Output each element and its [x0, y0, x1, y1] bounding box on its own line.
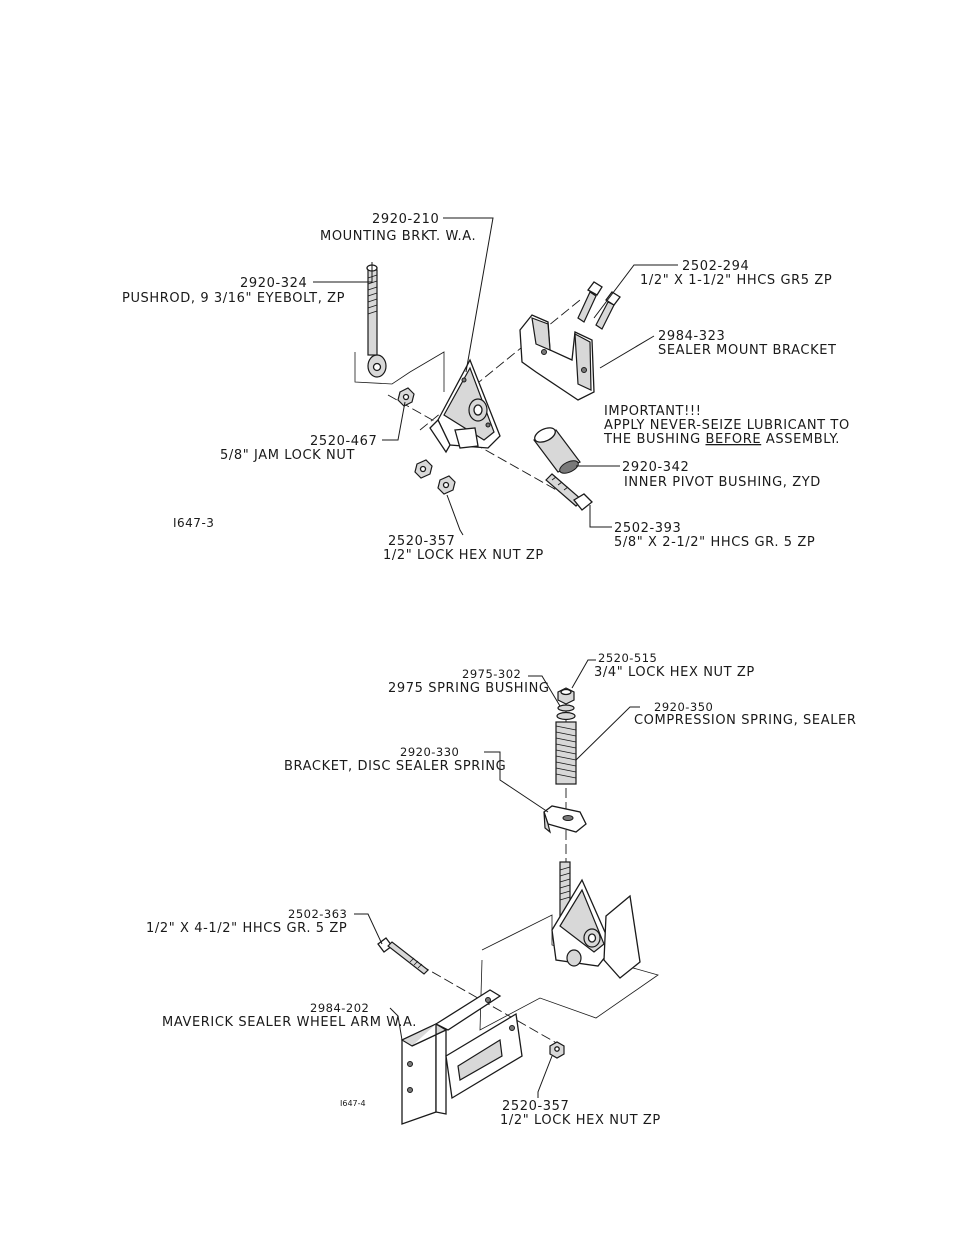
- figure-2-leaders: [354, 659, 640, 1098]
- compression-spring-part: [555, 721, 577, 785]
- lock-hex-nut-34-part-number: 2520-515: [598, 651, 657, 665]
- lock-hex-nut-description: 1/2" LOCK HEX NUT ZP: [383, 548, 544, 563]
- jam-lock-nut-description: 5/8" JAM LOCK NUT: [220, 448, 355, 463]
- pushrod-description: PUSHROD, 9 3/16" EYEBOLT, ZP: [122, 291, 345, 306]
- hhcs-long-bolt-part: [545, 473, 593, 511]
- sealer-mount-bracket-description: SEALER MOUNT BRACKET: [658, 343, 837, 358]
- compression-spring-part-number: 2920-350: [654, 700, 713, 714]
- hhcs-long-part-number: 2502-393: [614, 521, 681, 536]
- lock-hex-nut-12-part-number: 2520-357: [502, 1099, 569, 1114]
- spring-bushing-part-number: 2975-302: [462, 667, 521, 681]
- lock-hex-nut-34-description: 3/4" LOCK HEX NUT ZP: [594, 665, 755, 680]
- figure-2-drawing-number: I647-4: [340, 1099, 366, 1108]
- mounting-bracket-part: [429, 358, 501, 454]
- hhcs-short-part-number: 2502-294: [682, 259, 749, 274]
- important-note-line-2: APPLY NEVER-SEIZE LUBRICANT TO: [604, 418, 850, 433]
- pushrod-part-number: 2920-324: [240, 276, 307, 291]
- sealer-mount-bracket-part-number: 2984-323: [658, 329, 725, 344]
- figure-2: 2520-515 3/4" LOCK HEX NUT ZP 2975-302 2…: [146, 651, 857, 1128]
- hhcs-short-bolts-part: [577, 281, 621, 330]
- lower-bracket-assembly-part: [551, 878, 641, 979]
- compression-spring-description: COMPRESSION SPRING, SEALER: [634, 713, 857, 728]
- lock-hex-nut-34-part: [557, 687, 575, 705]
- jam-lock-nut-part: [397, 387, 415, 407]
- arm-axis-line: [419, 964, 561, 1046]
- spring-bracket-part-number: 2920-330: [400, 745, 459, 759]
- jam-lock-nut-part-number: 2520-467: [310, 434, 377, 449]
- sealer-wheel-arm-part: [400, 989, 523, 1125]
- mounting-bracket-description: MOUNTING BRKT. W.A.: [320, 229, 476, 244]
- hhcs-short-description: 1/2" X 1-1/2" HHCS GR5 ZP: [640, 273, 832, 288]
- lock-hex-nut-part-number: 2520-357: [388, 534, 455, 549]
- important-note-emphasis: BEFORE: [706, 432, 762, 447]
- important-note-title: IMPORTANT!!!: [604, 404, 702, 419]
- hhcs-4-half-description: 1/2" X 4-1/2" HHCS GR. 5 ZP: [146, 921, 347, 936]
- disc-sealer-spring-bracket-part: [543, 805, 587, 834]
- figure-1: 2920-210 MOUNTING BRKT. W.A. 2920-324 PU…: [122, 212, 850, 563]
- spring-bracket-description: BRACKET, DISC SEALER SPRING: [284, 759, 506, 774]
- figure-1-leaders: [313, 217, 678, 536]
- figure-1-drawing-number: I647-3: [173, 516, 214, 530]
- spring-bushing-part: [556, 704, 576, 721]
- hhcs-4-half-part-number: 2502-363: [288, 907, 347, 921]
- important-note-line-3: THE BUSHING BEFORE ASSEMBLY.: [603, 432, 840, 447]
- inner-pivot-bushing-description: INNER PIVOT BUSHING, ZYD: [624, 475, 821, 490]
- hhcs-4-half-bolt-part: [377, 937, 429, 975]
- wheel-arm-description: MAVERICK SEALER WHEEL ARM W.A.: [162, 1015, 417, 1030]
- mounting-outline: [479, 914, 659, 1031]
- lock-hex-nuts-part: [414, 459, 456, 495]
- spring-bushing-description: 2975 SPRING BUSHING: [388, 681, 550, 696]
- inner-pivot-bushing-part: [533, 427, 581, 474]
- inner-pivot-bushing-part-number: 2920-342: [622, 460, 689, 475]
- hhcs-long-description: 5/8" X 2-1/2" HHCS GR. 5 ZP: [614, 535, 815, 550]
- pushrod-eyebolt-part: [354, 264, 445, 392]
- sealer-mount-bracket-part: [519, 314, 595, 401]
- mounting-bracket-part-number: 2920-210: [372, 212, 439, 227]
- wheel-arm-part-number: 2984-202: [310, 1001, 369, 1015]
- lock-hex-nut-12-part: [549, 1041, 565, 1059]
- lock-hex-nut-12-description: 1/2" LOCK HEX NUT ZP: [500, 1113, 661, 1128]
